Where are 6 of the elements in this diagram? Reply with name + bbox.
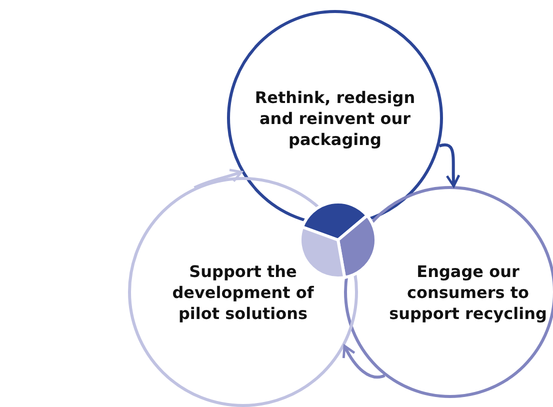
circle-label: Engage our consumers to support recycling xyxy=(388,260,548,324)
cycle-arrow xyxy=(194,168,243,190)
cycle-arrow xyxy=(342,344,386,379)
circle-label: Rethink, redesign and reinvent our packaging xyxy=(254,86,416,150)
cycle-arrow xyxy=(438,144,460,188)
circle-label: Support the development of pilot solutions xyxy=(171,260,315,324)
